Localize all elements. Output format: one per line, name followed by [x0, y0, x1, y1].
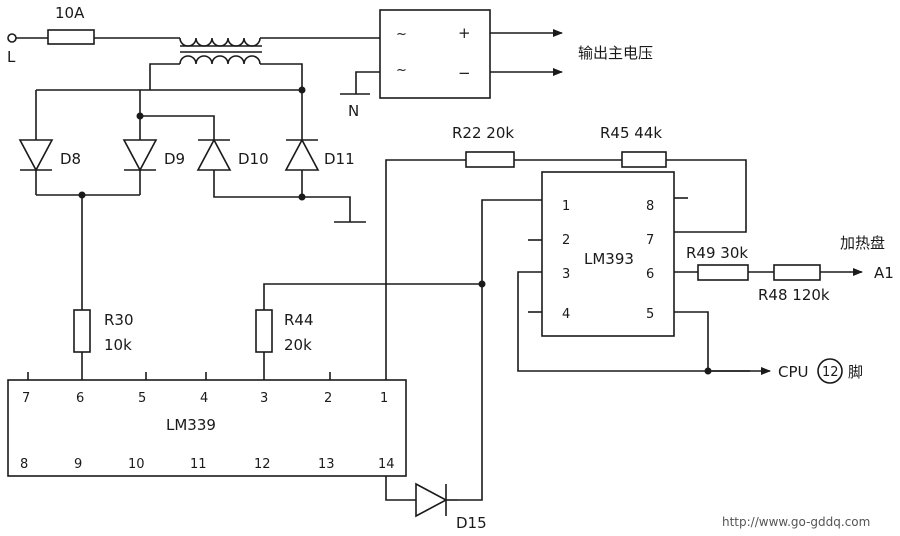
rectifier-block: ~ ~ + − — [379, 9, 491, 99]
svg-text:D11: D11 — [324, 150, 355, 168]
lm339-name: LM339 — [166, 416, 216, 434]
cpu-pin-suffix: 脚 — [848, 363, 863, 381]
neutral-terminal-label: N — [348, 102, 359, 120]
svg-text:6: 6 — [646, 267, 654, 282]
svg-text:R48 120k: R48 120k — [758, 286, 830, 304]
live-terminal-label: L — [7, 48, 16, 66]
watermark: http://www.go-gddq.com — [722, 515, 870, 529]
resistor-r22: R22 20k — [452, 124, 515, 168]
svg-text:8: 8 — [20, 457, 28, 472]
diode-d10: D10 — [196, 138, 269, 171]
svg-text:2: 2 — [324, 391, 332, 406]
svg-text:R22 20k: R22 20k — [452, 124, 514, 142]
svg-text:13: 13 — [318, 457, 335, 472]
resistor-r45: R45 44k — [600, 124, 667, 168]
resistor-r48: R48 120k — [758, 264, 830, 304]
svg-text:3: 3 — [562, 267, 570, 282]
diode-d8: D8 — [18, 139, 81, 172]
svg-text:~: ~ — [396, 27, 407, 42]
diode-d11: D11 — [284, 138, 355, 171]
svg-text:2: 2 — [562, 233, 570, 248]
svg-text:1: 1 — [380, 391, 388, 406]
svg-text:R45 44k: R45 44k — [600, 124, 662, 142]
svg-text:6: 6 — [76, 391, 84, 406]
svg-text:R30: R30 — [104, 311, 134, 329]
lm393-chip: LM393 1 2 3 4 8 7 6 5 — [541, 171, 675, 337]
svg-text:1: 1 — [562, 199, 570, 214]
resistor-r49: R49 30k — [686, 244, 749, 281]
svg-text:D10: D10 — [238, 150, 269, 168]
svg-text:8: 8 — [646, 199, 654, 214]
svg-text:10k: 10k — [104, 336, 132, 354]
svg-text:12: 12 — [254, 457, 271, 472]
svg-text:R49 30k: R49 30k — [686, 244, 748, 262]
svg-text:4: 4 — [562, 307, 570, 322]
svg-text:4: 4 — [200, 391, 208, 406]
svg-text:D15: D15 — [456, 514, 487, 532]
cpu-label: CPU — [778, 363, 809, 381]
lm393-name: LM393 — [584, 250, 634, 268]
heater-label: 加热盘 — [840, 234, 885, 252]
svg-text:5: 5 — [646, 307, 654, 322]
svg-text:11: 11 — [190, 457, 207, 472]
svg-text:3: 3 — [260, 391, 268, 406]
diode-d15: D15 — [415, 482, 487, 532]
svg-text:D9: D9 — [164, 150, 185, 168]
svg-text:R44: R44 — [284, 311, 314, 329]
output-voltage-label: 输出主电压 — [578, 44, 653, 62]
resistor-r44: R44 20k — [255, 309, 314, 354]
cpu-pin-number: 12 — [822, 365, 839, 380]
fuse-rating: 10A — [55, 4, 85, 22]
resistor-r30: R30 10k — [73, 309, 134, 354]
svg-text:5: 5 — [138, 391, 146, 406]
diode-d9: D9 — [122, 139, 185, 172]
live-input: L — [7, 33, 17, 66]
minus-sign: − — [458, 64, 471, 82]
fuse: 10A — [47, 4, 95, 45]
svg-text:20k: 20k — [284, 336, 312, 354]
transformer — [179, 37, 262, 65]
svg-text:7: 7 — [646, 233, 654, 248]
svg-text:7: 7 — [22, 391, 30, 406]
svg-text:~: ~ — [396, 63, 407, 78]
svg-text:D8: D8 — [60, 150, 81, 168]
svg-text:14: 14 — [378, 457, 395, 472]
svg-text:9: 9 — [74, 457, 82, 472]
svg-text:10: 10 — [128, 457, 145, 472]
lm339-chip: LM339 7 6 5 4 3 2 1 8 9 10 11 12 13 14 — [7, 379, 407, 477]
plus-sign: + — [458, 24, 471, 42]
heater-signal: A1 — [874, 264, 894, 282]
